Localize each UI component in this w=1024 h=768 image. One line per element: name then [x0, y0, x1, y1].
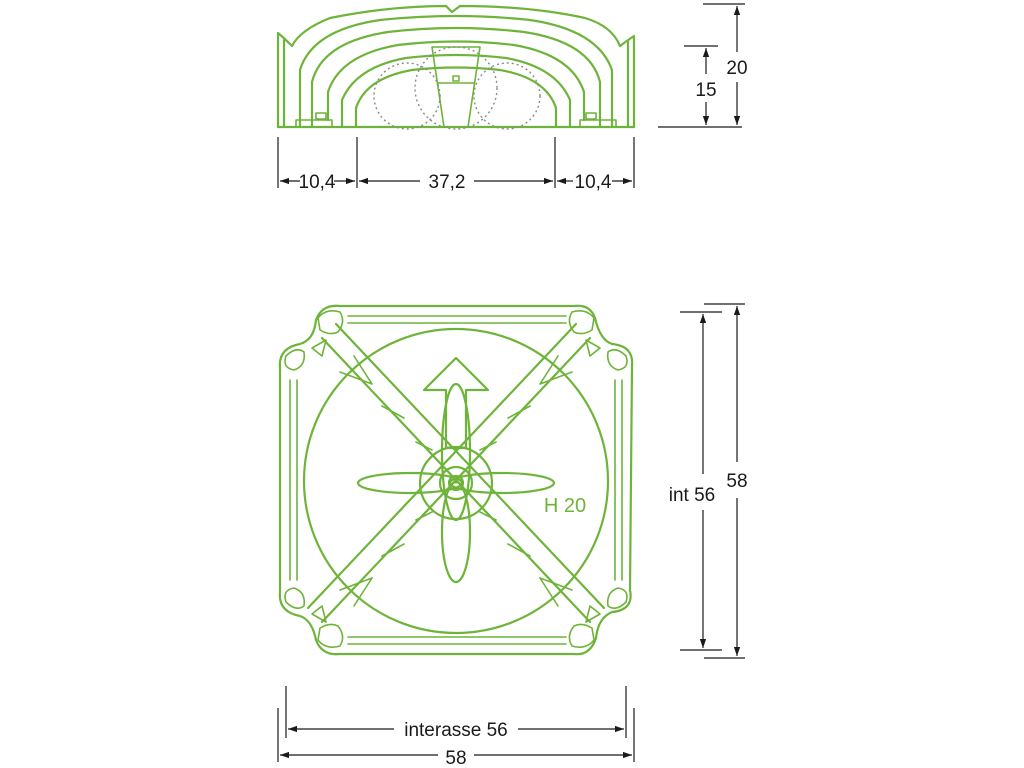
hidden-circles: [373, 46, 541, 130]
dim-center-width: 37,2: [429, 172, 466, 193]
dim-outer-58-horizontal: 58: [445, 748, 466, 768]
top-vertical-dimensions: int 56 58: [669, 303, 748, 659]
dim-total-height: 20: [726, 58, 747, 79]
top-view: H 20 int 56 58 interasse 56 58: [277, 303, 748, 768]
top-horizontal-dimensions: interasse 56 58: [277, 686, 635, 768]
top-view-outline: [278, 304, 634, 656]
dim-int-56: int 56: [669, 485, 715, 506]
side-height-dimensions: 20 15: [658, 3, 748, 128]
dim-inner-height: 15: [695, 80, 716, 101]
height-marking: H 20: [544, 495, 586, 517]
dim-interasse-56: interasse 56: [404, 720, 508, 741]
dim-left-width: 10,4: [299, 172, 336, 193]
side-view: 10,4 37,2 10,4 20 15: [276, 3, 748, 193]
side-width-dimensions: 10,4 37,2 10,4: [277, 137, 635, 193]
dim-outer-58-vertical: 58: [726, 471, 747, 492]
side-view-outline: [276, 4, 636, 129]
dim-right-width: 10,4: [575, 172, 612, 193]
